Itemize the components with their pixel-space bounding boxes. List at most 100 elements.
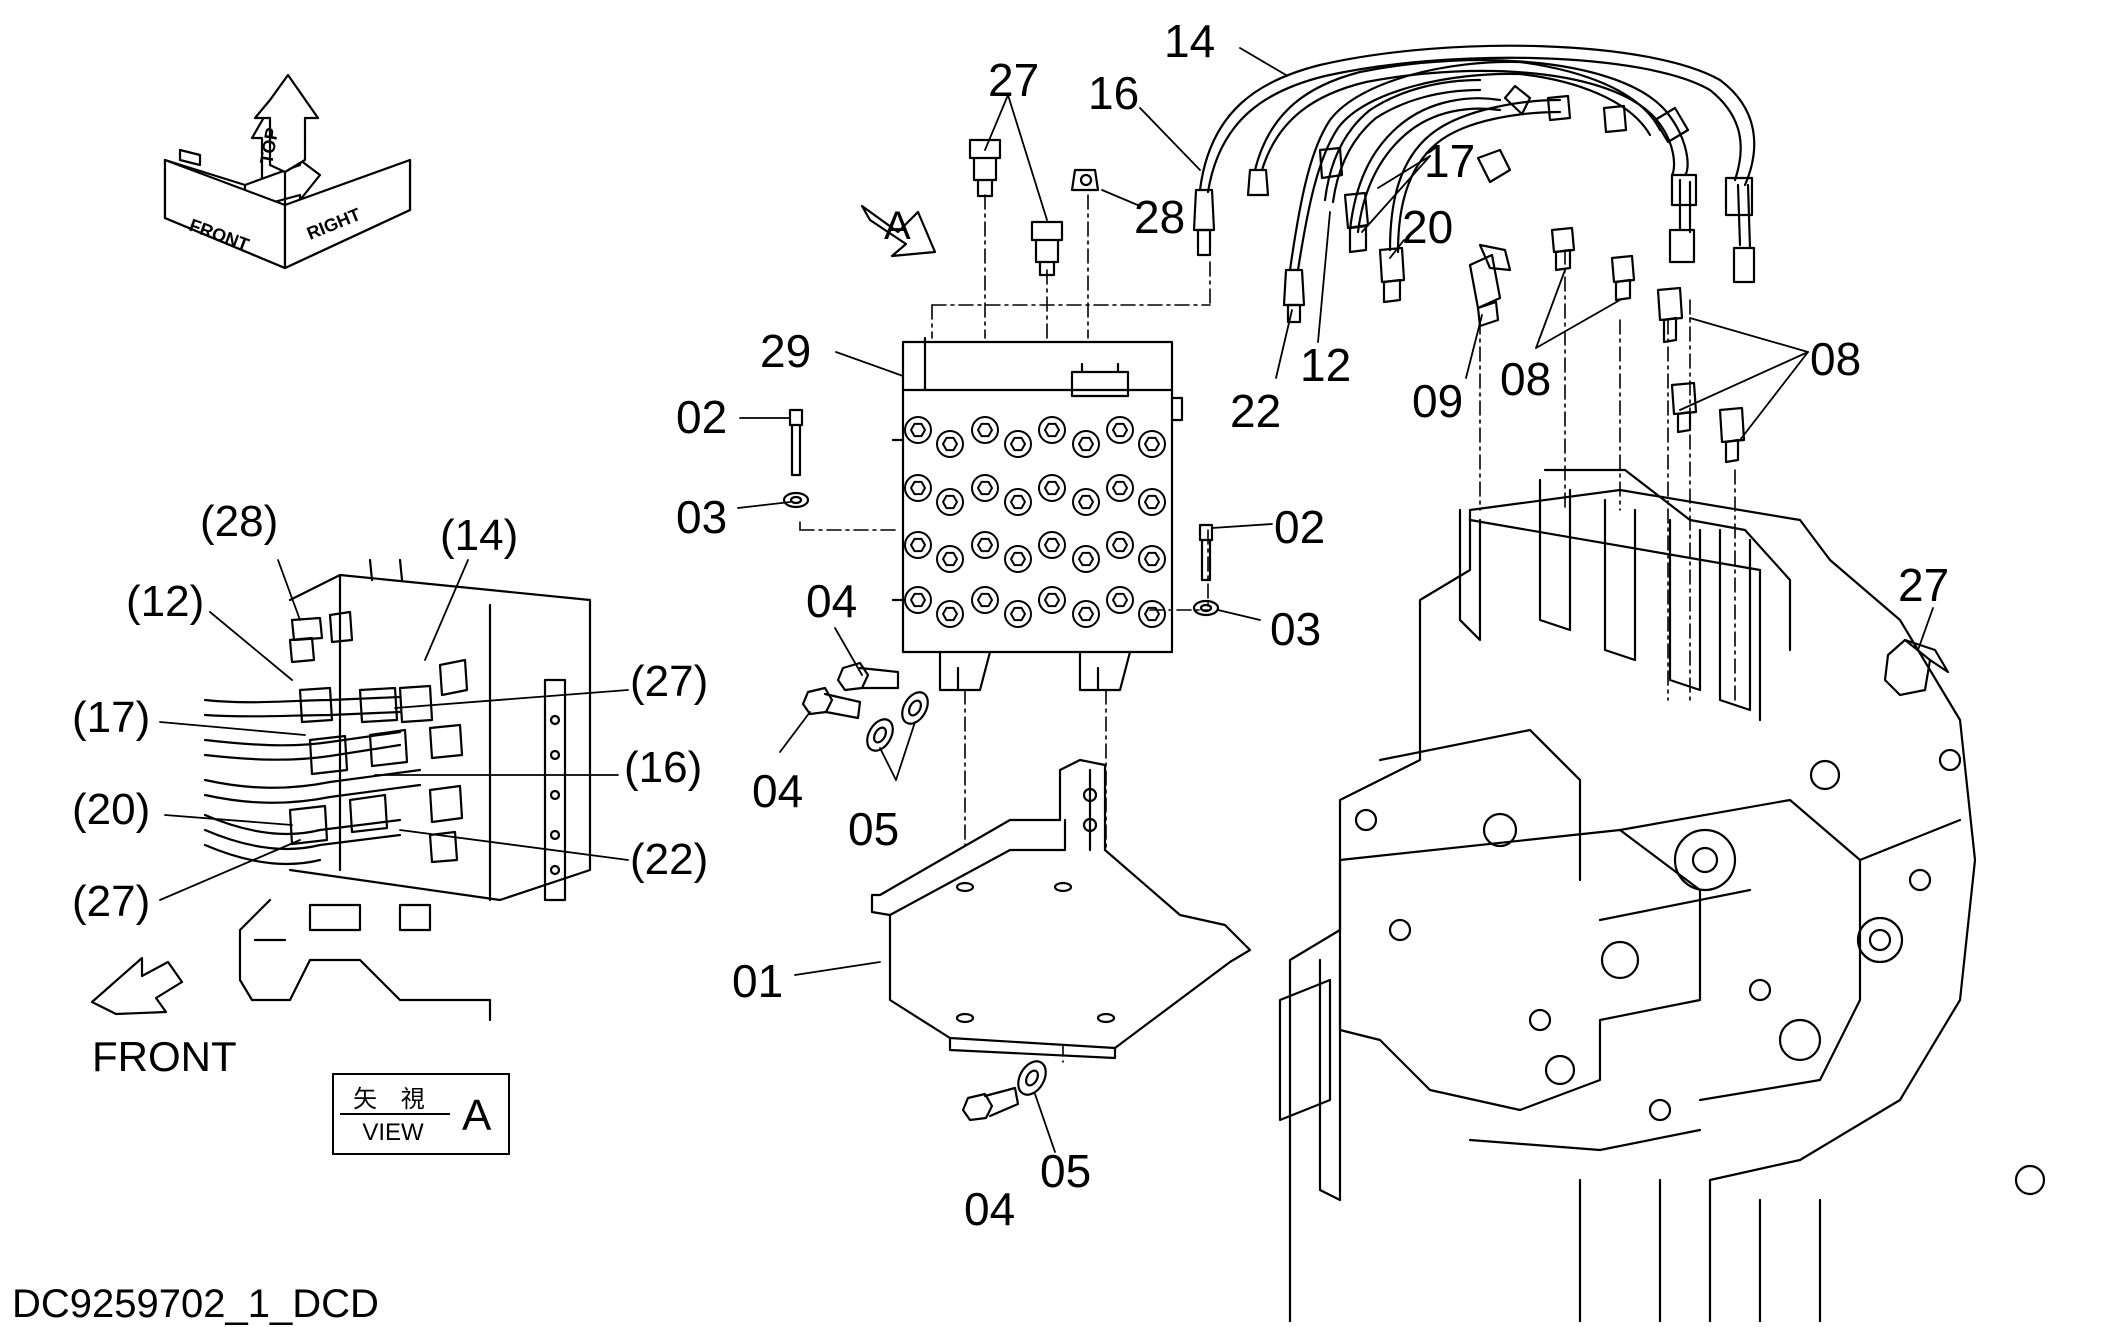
view-a-label-14: (14) bbox=[440, 511, 519, 560]
solenoid-port bbox=[1106, 531, 1134, 559]
part-label-04: 04 bbox=[806, 575, 858, 627]
solenoid-port bbox=[1038, 474, 1066, 502]
solenoid-port-nut bbox=[1010, 551, 1026, 567]
view-a-legend-box: 矢 視 VIEW A bbox=[332, 1073, 510, 1155]
solenoid-port bbox=[904, 586, 932, 614]
solenoid-port bbox=[1138, 430, 1166, 458]
solenoid-port bbox=[936, 488, 964, 516]
part-label-28: 28 bbox=[1134, 191, 1186, 243]
solenoid-port-nut bbox=[942, 494, 958, 510]
part-label-03: 03 bbox=[676, 491, 728, 543]
solenoid-port-nut bbox=[942, 606, 958, 622]
part-label-14: 14 bbox=[1164, 15, 1216, 67]
solenoid-port bbox=[904, 531, 932, 559]
part-label-05: 05 bbox=[848, 803, 900, 855]
solenoid-port bbox=[1004, 488, 1032, 516]
solenoid-port bbox=[1138, 488, 1166, 516]
solenoid-port bbox=[1004, 545, 1032, 573]
solenoid-port bbox=[1138, 545, 1166, 573]
solenoid-port bbox=[971, 416, 999, 444]
solenoid-port-nut bbox=[1112, 537, 1128, 553]
view-box-divider bbox=[340, 1113, 450, 1115]
view-a-label-20: (20) bbox=[72, 785, 151, 834]
part-label-09: 09 bbox=[1412, 375, 1464, 427]
solenoid-port bbox=[971, 474, 999, 502]
solenoid-port-nut bbox=[1144, 551, 1160, 567]
part-label-17: 17 bbox=[1424, 135, 1476, 187]
solenoid-port-nut bbox=[1044, 480, 1060, 496]
part-label-08: 08 bbox=[1810, 333, 1862, 385]
view-a-label-12: (12) bbox=[126, 577, 205, 626]
solenoid-port-nut bbox=[1144, 436, 1160, 452]
part-label-01: 01 bbox=[732, 955, 784, 1007]
front-arrow-icon bbox=[90, 956, 184, 1016]
solenoid-port-nut bbox=[1112, 480, 1128, 496]
solenoid-port bbox=[936, 545, 964, 573]
solenoid-port bbox=[1106, 416, 1134, 444]
solenoid-port-nut bbox=[1010, 436, 1026, 452]
solenoid-port-nut bbox=[1078, 494, 1094, 510]
solenoid-port-nut bbox=[1112, 422, 1128, 438]
solenoid-port bbox=[1038, 531, 1066, 559]
view-box-japanese: 矢 視 bbox=[353, 1085, 433, 1113]
view-a-label-28: (28) bbox=[200, 497, 279, 546]
orientation-axis-icon: FRONT RIGHT TOP bbox=[163, 73, 412, 270]
solenoid-port bbox=[1138, 600, 1166, 628]
view-a-label-27: (27) bbox=[72, 877, 151, 926]
solenoid-port-nut bbox=[1144, 494, 1160, 510]
solenoid-port-nut bbox=[1144, 606, 1160, 622]
view-a-label-27: (27) bbox=[630, 657, 709, 706]
solenoid-port-nut bbox=[910, 537, 926, 553]
view-box-view-text: VIEW bbox=[362, 1119, 424, 1146]
part-label-29: 29 bbox=[760, 325, 812, 377]
part-label-03: 03 bbox=[1270, 603, 1322, 655]
view-box-letter: A bbox=[462, 1091, 492, 1140]
part-label-08: 08 bbox=[1500, 353, 1552, 405]
solenoid-port-nut bbox=[1078, 606, 1094, 622]
view-a-label-16: (16) bbox=[624, 743, 703, 792]
solenoid-port bbox=[1072, 488, 1100, 516]
part-label-22: 22 bbox=[1230, 385, 1282, 437]
part-label-04: 04 bbox=[752, 765, 804, 817]
part-label-04: 04 bbox=[964, 1183, 1016, 1235]
solenoid-port-nut bbox=[1078, 551, 1094, 567]
part-label-05: 05 bbox=[1040, 1145, 1092, 1197]
part-label-16: 16 bbox=[1088, 67, 1140, 119]
hydraulic-hoses bbox=[1192, 44, 1756, 324]
solenoid-port-nut bbox=[910, 422, 926, 438]
solenoid-port-nut bbox=[1044, 422, 1060, 438]
part-label-27: 27 bbox=[988, 54, 1040, 106]
solenoid-port-nut bbox=[1044, 592, 1060, 608]
part-label-27: 27 bbox=[1898, 559, 1950, 611]
leader-lines bbox=[159, 47, 1934, 1153]
view-a-inset-drawing bbox=[203, 558, 592, 1022]
mounting-bracket bbox=[870, 758, 1252, 1060]
solenoid-port bbox=[904, 474, 932, 502]
solenoid-port-nut bbox=[977, 592, 993, 608]
drawing-number: DC9259702_1_DCD bbox=[12, 1282, 379, 1326]
front-direction-label: FRONT bbox=[92, 1033, 237, 1080]
solenoid-port-nut bbox=[910, 480, 926, 496]
solenoid-port-nut bbox=[977, 537, 993, 553]
view-a-arrow-icon bbox=[860, 204, 937, 258]
solenoid-port bbox=[936, 600, 964, 628]
solenoid-port-nut bbox=[1112, 592, 1128, 608]
view-a-marker: A bbox=[884, 204, 911, 248]
solenoid-port bbox=[1038, 586, 1066, 614]
solenoid-port bbox=[936, 430, 964, 458]
solenoid-port bbox=[1106, 474, 1134, 502]
part-label-20: 20 bbox=[1402, 201, 1454, 253]
solenoid-port-nut bbox=[910, 592, 926, 608]
solenoid-port bbox=[1072, 430, 1100, 458]
solenoid-port bbox=[1038, 416, 1066, 444]
solenoid-port bbox=[1106, 586, 1134, 614]
solenoid-port bbox=[1072, 600, 1100, 628]
pressure-sensors bbox=[968, 138, 1950, 697]
solenoid-port-nut bbox=[1010, 494, 1026, 510]
solenoid-port-nut bbox=[1010, 606, 1026, 622]
view-a-label-17: (17) bbox=[72, 693, 151, 742]
solenoid-port-nut bbox=[977, 480, 993, 496]
solenoid-port bbox=[904, 416, 932, 444]
solenoid-port-nut bbox=[1044, 537, 1060, 553]
